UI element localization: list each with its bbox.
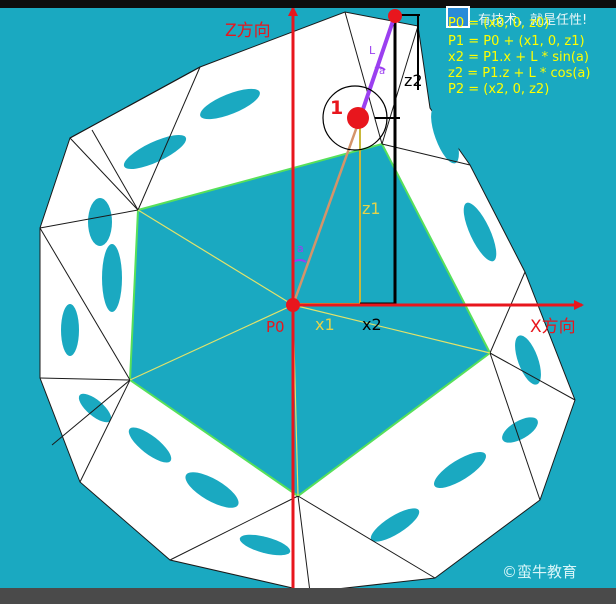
point-p0	[286, 298, 300, 312]
x1-label: x1	[315, 315, 335, 334]
z-axis-label: Z方向	[225, 21, 271, 41]
p0-label: P0	[266, 318, 285, 336]
top-header-strip	[0, 0, 616, 8]
formula-line-5: P2 = (x2, 0, z2)	[448, 82, 550, 97]
z2-label: z2	[404, 71, 423, 90]
mesh-wireframe	[39, 11, 576, 593]
formula-line-3: x2 = P1.x + L * sin(a)	[448, 50, 589, 65]
x-axis-label: X方向	[530, 317, 576, 337]
ring-holes	[61, 88, 541, 556]
inner-pentagon	[128, 142, 492, 498]
point-p1	[347, 107, 369, 129]
copyright-text: ©蛮牛教育	[502, 563, 578, 581]
x2-label: x2	[362, 315, 382, 334]
angle-label-p1: a	[379, 66, 385, 77]
angle-arc-p1	[374, 66, 386, 71]
watermark-logo	[446, 6, 470, 28]
formula-line-4: z2 = P1.z + L * cos(a)	[448, 66, 591, 81]
z1-label: z1	[362, 199, 381, 218]
formula-line-2: P1 = P0 + (x1, 0, z1)	[448, 34, 585, 49]
pivot-circle	[322, 85, 388, 151]
watermark-slogan: 有技术，就是任性!	[478, 13, 588, 28]
point-p2	[388, 9, 402, 23]
length-label: L	[369, 44, 376, 57]
p1-label: 1	[330, 97, 343, 119]
angle-label-p0: a	[297, 242, 304, 255]
bottom-bar	[0, 588, 616, 604]
formula-line-1: P0 = (x0, 0, z0)	[448, 16, 550, 31]
